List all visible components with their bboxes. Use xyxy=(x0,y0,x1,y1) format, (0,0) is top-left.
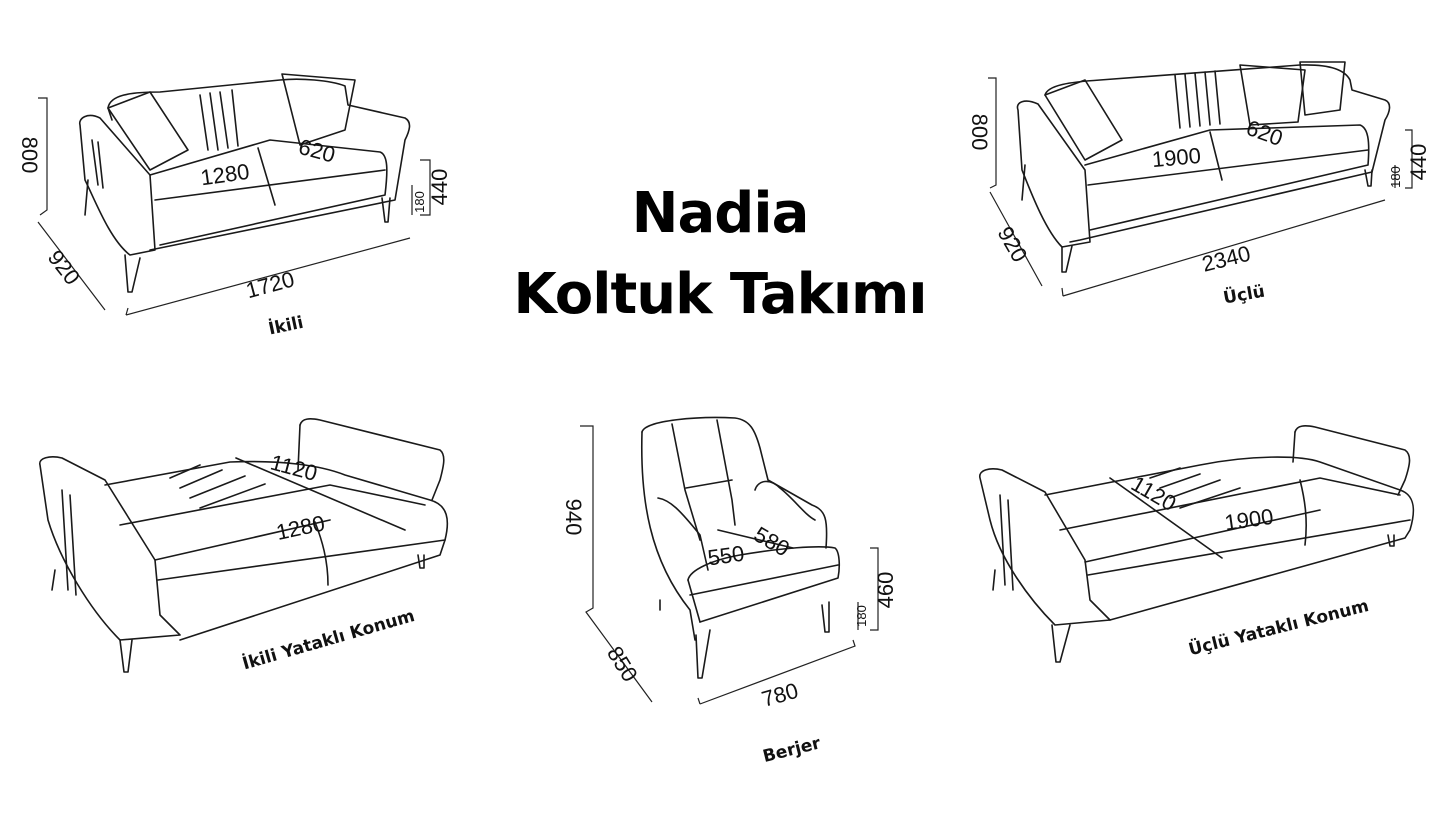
ikili-height: 800 xyxy=(17,137,42,174)
ikili-bed-width: 1280 xyxy=(274,510,327,545)
uclu-height: 800 xyxy=(967,114,992,151)
berjer-leg-height: 180 xyxy=(854,605,869,627)
berjer-drawing xyxy=(580,416,879,705)
berjer-width: 780 xyxy=(759,678,801,712)
uclu-bed-width: 1900 xyxy=(1223,504,1275,536)
ikili-bed-label: İkili Yataklı Konum xyxy=(240,604,417,674)
uclu-seat-height: 440 xyxy=(1406,144,1431,181)
ikili-label: İkili xyxy=(266,311,305,340)
uclu-depth: 920 xyxy=(992,222,1032,266)
uclu-width: 2340 xyxy=(1199,241,1253,277)
ikili-bed-depth: 1120 xyxy=(268,450,320,486)
uclu-seat-depth: 620 xyxy=(1243,115,1286,151)
uclu-seat-width: 1900 xyxy=(1151,143,1202,172)
ikili-seat-depth: 620 xyxy=(296,134,338,168)
berjer-height: 940 xyxy=(561,499,586,536)
ikili-bed-drawing xyxy=(39,418,449,673)
berjer-depth: 850 xyxy=(602,642,643,686)
ikili-width: 1720 xyxy=(243,266,297,303)
berjer-label: Berjer xyxy=(761,733,823,767)
uclu-bed-drawing xyxy=(979,425,1415,663)
ikili-sofa-drawing xyxy=(37,73,431,316)
title-line-2: Koltuk Takımı xyxy=(513,262,926,327)
title-line-1: Nadia xyxy=(632,181,809,246)
berjer-seat-width: 550 xyxy=(706,541,746,571)
ikili-leg-height: 180 xyxy=(412,191,427,213)
ikili-depth: 920 xyxy=(43,245,85,289)
berjer-seat-depth: 580 xyxy=(750,521,794,561)
uclu-sofa-drawing xyxy=(988,61,1413,297)
berjer-seat-height: 460 xyxy=(873,572,898,609)
uclu-label: Üçlü xyxy=(1221,280,1266,309)
uclu-bed-label: Üçlü Yataklı Konum xyxy=(1186,594,1371,660)
ikili-seat-height: 440 xyxy=(427,169,452,206)
ikili-seat-width: 1280 xyxy=(199,159,251,191)
uclu-leg-height: 180 xyxy=(1388,166,1403,188)
